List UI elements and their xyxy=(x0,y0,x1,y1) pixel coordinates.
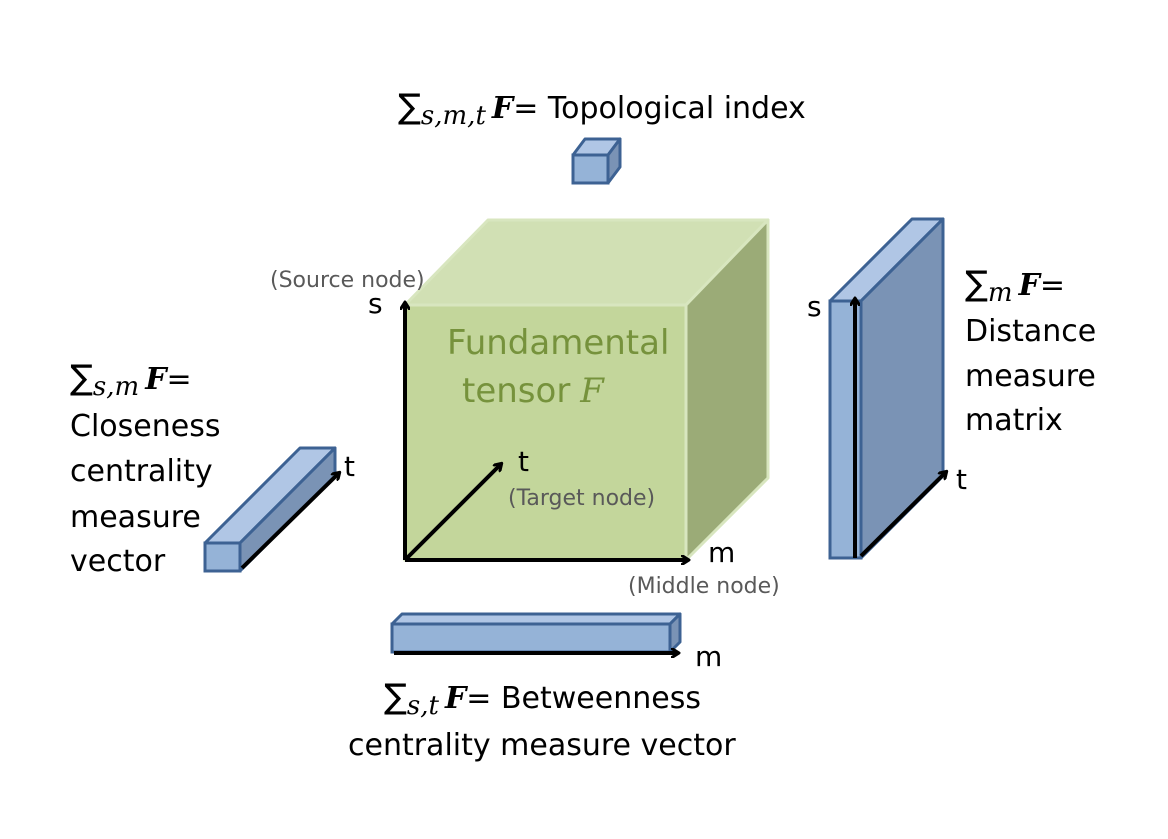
distance-line-3: matrix xyxy=(965,403,1063,438)
s-axis-label: s xyxy=(368,287,383,320)
closeness-line-1: Closeness xyxy=(70,409,220,444)
target-node-label: (Target node) xyxy=(508,486,655,511)
betweenness-vector-bar xyxy=(390,612,682,654)
distance-line-1: Distance xyxy=(965,314,1096,349)
right-t-axis-arrow xyxy=(859,472,946,558)
cube-title-line1: Fundamental xyxy=(447,323,669,363)
closeness-vector-bar xyxy=(203,446,337,573)
betweenness-line-2: centrality measure vector xyxy=(348,728,736,763)
right-t-axis-label: t xyxy=(956,463,967,496)
closeness-line-3: measure xyxy=(70,500,201,535)
left-t-axis-label: t xyxy=(344,450,355,483)
middle-node-label: (Middle node) xyxy=(628,574,780,599)
fundamental-tensor-cube xyxy=(403,218,770,562)
t-axis-arrow xyxy=(403,464,501,562)
bottom-m-axis-label: m xyxy=(695,640,722,673)
left-t-axis-arrow xyxy=(240,473,339,570)
right-s-axis-label: s xyxy=(807,290,822,323)
m-axis-label: m xyxy=(708,536,735,569)
distance-matrix-slab xyxy=(828,217,945,560)
closeness-line-4: vector xyxy=(70,544,166,579)
topological-index-cube xyxy=(571,137,622,185)
distance-line-2: measure xyxy=(965,359,1096,394)
closeness-line-2: centrality xyxy=(70,454,213,489)
t-axis-label: t xyxy=(518,445,529,478)
source-node-label: (Source node) xyxy=(270,268,425,293)
